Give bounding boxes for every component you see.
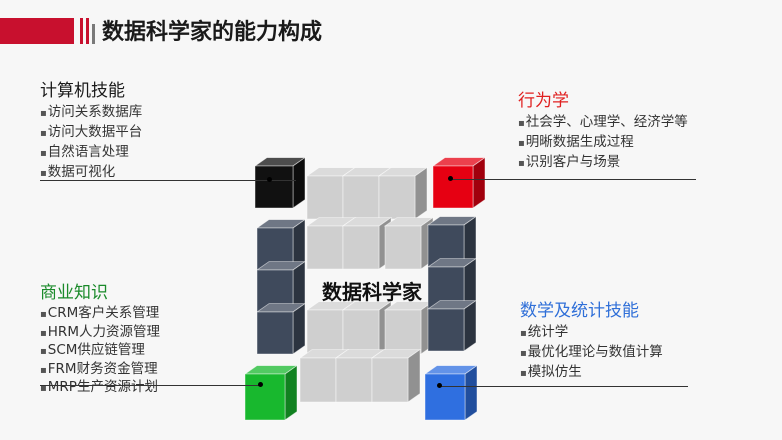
connector-dot xyxy=(267,177,272,182)
list-item: 数据可视化 xyxy=(40,163,142,183)
connector-line xyxy=(440,386,688,387)
connector-dot xyxy=(448,176,453,181)
group-business-knowledge: 商业知识 CRM客户关系管理 HRM人力资源管理 SCM供应链管理 FRM财务资… xyxy=(40,278,160,398)
gray-cube-front xyxy=(378,175,416,220)
right-pillar-cube-side xyxy=(463,299,477,352)
gray-cube-side xyxy=(407,348,421,403)
left-pillar-cube-side xyxy=(292,302,306,355)
red-corner-cube-side xyxy=(472,156,486,209)
list-item: FRM财务资金管理 xyxy=(40,361,160,380)
gray-cube-front xyxy=(335,357,373,403)
title-accent-tick xyxy=(92,24,95,44)
gray-cube-front xyxy=(342,309,380,355)
center-label: 数据科学家 xyxy=(322,280,422,304)
connector-dot xyxy=(437,383,442,388)
list-item: 社会学、心理学、经济学等 xyxy=(518,113,688,133)
list-item: 模拟仿生 xyxy=(520,363,663,383)
title-accent-tick xyxy=(80,18,83,44)
title-accent-tick xyxy=(86,18,89,44)
gray-cube-front xyxy=(342,175,380,220)
connector-line xyxy=(40,180,296,181)
right-pillar-cube-front xyxy=(427,308,465,352)
gray-cube-front xyxy=(342,225,380,270)
group-behavioral-science: 行为学 社会学、心理学、经济学等 明晰数据生成过程 识别客户与场景 xyxy=(518,86,688,173)
green-corner-cube-side xyxy=(284,364,298,421)
gray-cube-front xyxy=(384,309,422,355)
list-item: HRM人力资源管理 xyxy=(40,324,160,343)
gray-cube-front xyxy=(299,357,337,403)
list-item: 最优化理论与数值计算 xyxy=(520,343,663,363)
blue-corner-cube-side xyxy=(464,364,478,421)
list-item: 统计学 xyxy=(520,323,663,343)
group-heading: 商业知识 xyxy=(40,283,108,303)
list-item: 自然语言处理 xyxy=(40,143,142,163)
gray-cube-front xyxy=(306,309,344,355)
list-item: 识别客户与场景 xyxy=(518,153,688,173)
gray-cube-side xyxy=(414,166,428,220)
list-item: 访问大数据平台 xyxy=(40,123,143,143)
group-computer-skills: 计算机技能 访问关系数据库 访问大数据平台 自然语言处理 数据可视化 xyxy=(40,76,142,183)
left-pillar-cube-front xyxy=(256,311,294,355)
gray-cube-front xyxy=(306,175,344,220)
group-heading: 计算机技能 xyxy=(40,81,125,101)
gray-cube-front xyxy=(371,357,409,403)
group-heading: 数学及统计技能 xyxy=(520,301,639,321)
red-corner-cube-front xyxy=(432,165,474,209)
list-item: CRM客户关系管理 xyxy=(40,305,160,324)
page-title: 数据科学家的能力构成 xyxy=(102,20,323,45)
group-math-statistics: 数学及统计技能 统计学 最优化理论与数值计算 模拟仿生 xyxy=(520,296,663,383)
black-corner-cube-front xyxy=(254,165,294,209)
list-item: 访问关系数据库 xyxy=(40,103,143,123)
blue-corner-cube-front xyxy=(424,373,466,421)
connector-line xyxy=(40,385,262,386)
title-accent-bar xyxy=(0,18,74,44)
gray-cube-front xyxy=(384,225,422,270)
group-heading: 行为学 xyxy=(518,91,569,111)
connector-line xyxy=(452,179,696,180)
list-item: MRP生产资源计划 xyxy=(40,379,160,398)
connector-dot xyxy=(258,382,263,387)
list-item: 明晰数据生成过程 xyxy=(518,133,688,153)
green-corner-cube-front xyxy=(244,373,286,421)
gray-cube-front xyxy=(306,225,344,270)
black-corner-cube-side xyxy=(292,156,306,209)
list-item: SCM供应链管理 xyxy=(40,342,160,361)
